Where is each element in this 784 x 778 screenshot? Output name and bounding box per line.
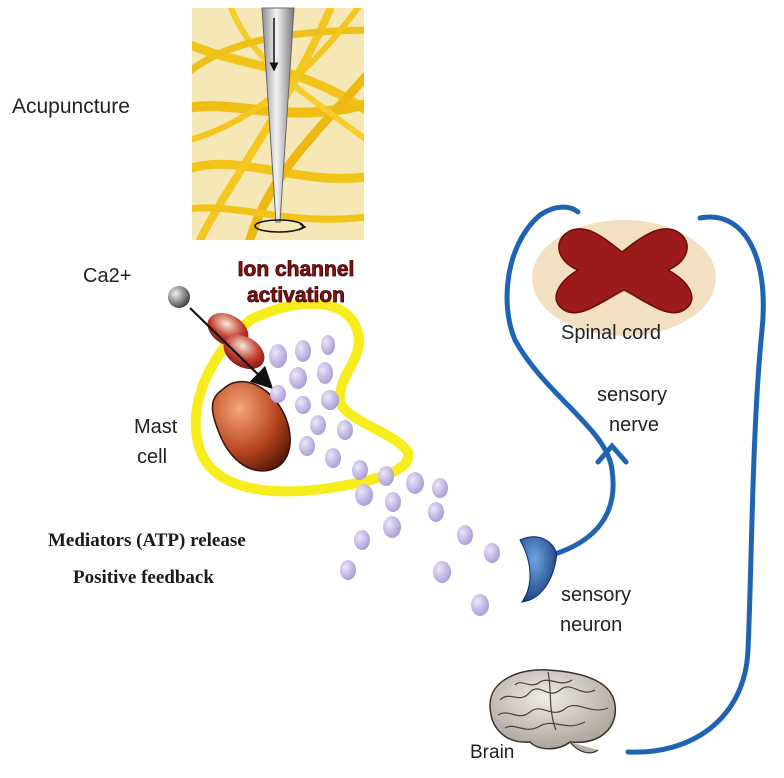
- ion-channel-label: Ion channel: [238, 258, 355, 281]
- vesicle: [289, 367, 307, 389]
- vesicle: [383, 516, 401, 538]
- brain-label: Brain: [470, 742, 514, 763]
- vesicle: [484, 543, 500, 563]
- vesicle: [317, 362, 333, 384]
- calcium-ion-icon: [168, 286, 190, 308]
- vesicle: [471, 594, 489, 616]
- vesicle: [310, 415, 326, 435]
- spinal-cord-label: Spinal cord: [561, 322, 661, 344]
- vesicle: [432, 478, 448, 498]
- sensory-neuron-label-1: sensory: [561, 584, 631, 606]
- vesicle: [378, 466, 394, 486]
- vesicle: [299, 436, 315, 456]
- vesicle: [385, 492, 401, 512]
- vesicle: [269, 344, 287, 368]
- vesicle: [321, 335, 335, 355]
- sensory-neuron-label-2: neuron: [560, 614, 622, 636]
- needle-icon: [261, 7, 295, 223]
- sensory-nerve: [504, 204, 616, 558]
- vesicle: [325, 448, 341, 468]
- vesicle: [337, 420, 353, 440]
- vesicle: [428, 502, 444, 522]
- vesicle: [321, 390, 339, 410]
- mast-cell-nucleus: [211, 380, 291, 472]
- mast-label: Mast: [134, 416, 178, 438]
- vesicle: [354, 530, 370, 550]
- ion-activation-label: activation: [247, 284, 345, 307]
- vesicle: [457, 525, 473, 545]
- vesicle: [295, 340, 311, 362]
- vesicle: [295, 396, 311, 414]
- acupuncture-label: Acupuncture: [12, 95, 130, 118]
- calcium-label: Ca2+: [83, 265, 131, 287]
- sensory-nerve-label-2: nerve: [609, 414, 659, 436]
- feedback-label: Positive feedback: [73, 567, 214, 588]
- mast-cell: [168, 286, 414, 497]
- vesicle: [340, 560, 356, 580]
- mediators-label: Mediators (ATP) release: [48, 530, 246, 551]
- mediator-vesicles: [269, 335, 500, 616]
- vesicle: [433, 561, 451, 583]
- spinal-cord: [532, 220, 716, 336]
- acupuncture-tissue-panel: [192, 7, 364, 240]
- vesicle: [406, 472, 424, 494]
- vesicle: [352, 460, 368, 480]
- vesicle: [270, 385, 286, 403]
- sensory-neuron-receptor-icon: [519, 536, 557, 603]
- sensory-nerve-label-1: sensory: [597, 384, 667, 406]
- brain-icon: [489, 669, 616, 754]
- spinal-gray-matter: [555, 228, 693, 314]
- ion-channel: [223, 334, 265, 370]
- cell-label: cell: [137, 446, 167, 468]
- descending-pathway: [625, 214, 766, 755]
- vesicle: [355, 484, 373, 506]
- nerve-pathways: [504, 204, 766, 755]
